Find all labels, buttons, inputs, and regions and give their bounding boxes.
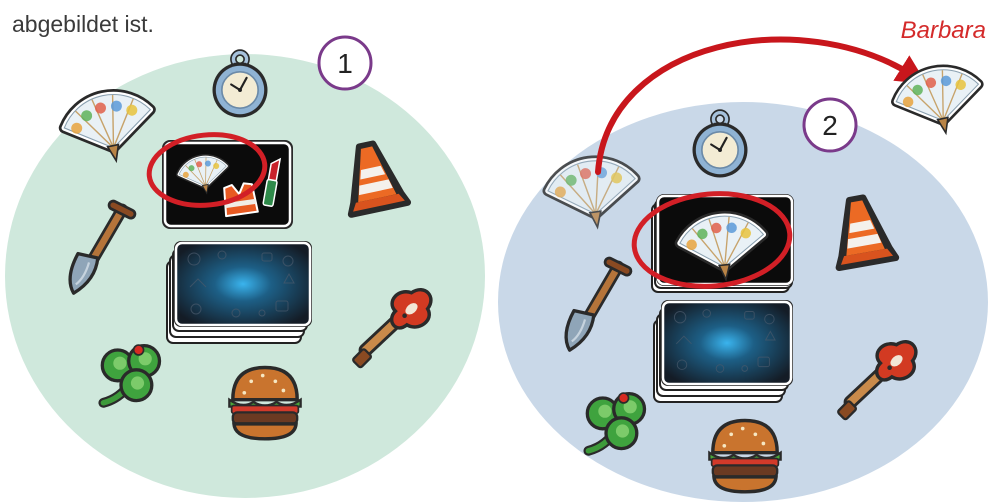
- scene-2: 2: [498, 99, 988, 502]
- step-badge-2: 2: [804, 99, 856, 151]
- card-deck-2: [654, 300, 793, 402]
- player-name-label: Barbara: [901, 17, 986, 44]
- revealed-card-1: [162, 140, 293, 229]
- scene-1: 1: [5, 37, 485, 498]
- card-deck-1: [167, 241, 312, 343]
- step-badge-1: 1: [319, 37, 371, 89]
- step-number-2: 2: [822, 110, 838, 141]
- step-number-1: 1: [337, 48, 353, 79]
- caption-text: abgebildet ist.: [12, 11, 154, 37]
